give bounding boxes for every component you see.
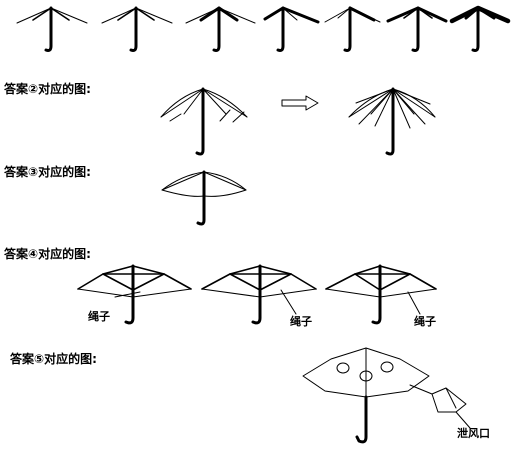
answer3-umbrella <box>161 170 247 226</box>
row1-umbrella-6 <box>386 6 448 52</box>
arrow-right-icon <box>281 95 319 111</box>
answer4-umbrella-3: 绳子 <box>325 264 437 328</box>
label-answer-5: 答案⑤对应的图: <box>10 351 97 366</box>
answer4-umbrella-1: 绳子 <box>77 264 192 325</box>
vent-hole <box>380 361 394 373</box>
rope-label: 绳子 <box>88 309 110 323</box>
answer4-umbrella-2: 绳子 <box>201 264 317 328</box>
rope-label: 绳子 <box>290 314 312 328</box>
row1-umbrella-4 <box>263 6 320 52</box>
row1-umbrella-1 <box>16 6 88 52</box>
vent-hole <box>336 362 350 374</box>
row1-umbrella-3 <box>185 6 256 52</box>
row1-umbrella-2 <box>101 6 173 52</box>
vent-pointer <box>455 411 471 429</box>
vent-connector <box>409 384 433 395</box>
vent-label: 泄风口 <box>457 426 490 440</box>
answer2-umbrella-before <box>160 87 248 156</box>
label-answer-3: 答案③对应的图: <box>4 164 91 179</box>
vent-hole <box>359 370 373 382</box>
answer2-umbrella-after <box>348 87 436 156</box>
row1-umbrella-7 <box>449 5 511 52</box>
vent-flap <box>431 387 467 413</box>
label-answer-2: 答案②对应的图: <box>4 81 91 96</box>
answer5-umbrella: 泄风口 <box>302 347 490 444</box>
label-answer-4: 答案④对应的图: <box>4 246 91 261</box>
rope-label: 绳子 <box>414 314 436 328</box>
row1-umbrella-5 <box>324 6 381 52</box>
